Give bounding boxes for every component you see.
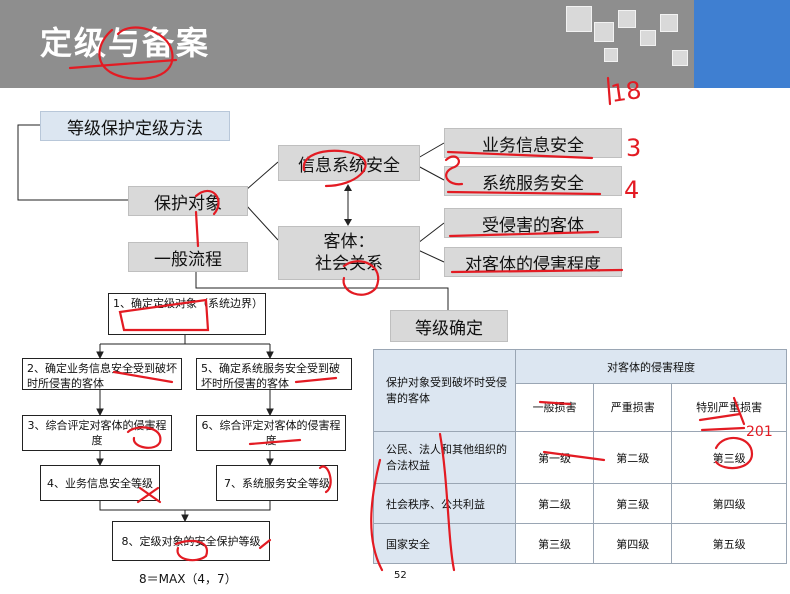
matrix-col-header: 严重损害: [593, 383, 673, 432]
matrix-cell: 第三级: [514, 523, 595, 564]
ink-circle-info: [302, 149, 367, 188]
connector-object-to-object: [245, 204, 279, 241]
ink-circle-step8: [174, 539, 209, 562]
ink-underline-service: [446, 190, 602, 196]
ink-number-201: 201: [746, 424, 773, 440]
ink-mark: [732, 396, 746, 426]
flow-step-2: 2、确定业务信息安全受到破坏时所侵害的客体: [22, 358, 182, 390]
matrix-row: 国家安全 第三级 第四级 第五级: [373, 523, 787, 564]
general-flow-box: 一般流程: [128, 242, 248, 272]
ink-circle-step3: [126, 426, 162, 449]
matrix-cell: 第四级: [593, 523, 673, 564]
flow-step-5: 5、确定系统服务安全受到破坏时所侵害的客体: [196, 358, 352, 390]
ink-bracket-left: [370, 458, 384, 572]
object-line1: 客体：: [323, 232, 375, 252]
header-accent-block: [694, 0, 790, 88]
harm-degree-box: 对客体的侵害程度: [444, 247, 622, 277]
ink-underline-step2: [112, 370, 174, 384]
matrix-row: 公民、法人和其他组织的合法权益 第一级 第二级 第三级: [373, 431, 787, 484]
ink-underline-step6: [248, 438, 302, 446]
protected-object-box: 保护对象: [128, 186, 248, 216]
connector-object-to-info: [245, 161, 279, 191]
matrix-cell: 第五级: [671, 523, 787, 564]
matrix-cell: 第三级: [593, 483, 673, 524]
ink-line-object: [194, 210, 200, 248]
matrix-row-object: 公民、法人和其他组织的合法权益: [373, 431, 516, 484]
decor-square: [672, 50, 688, 66]
decor-square: [618, 10, 636, 28]
flow-step-6: 6、综合评定对客体的侵害程度: [196, 415, 346, 451]
decor-square: [566, 6, 592, 32]
ink-number-18: 18: [609, 76, 643, 108]
matrix-degree-header: 对客体的侵害程度: [515, 349, 787, 384]
matrix-row-object: 社会秩序、公共利益: [373, 483, 516, 524]
ink-underline-cell: [542, 450, 606, 462]
ink-circle-level3: [714, 436, 754, 470]
ink-circle-title: [98, 26, 174, 80]
decor-square: [594, 22, 614, 42]
ink-mark: [444, 155, 464, 186]
ink-mark-step7: [318, 465, 332, 494]
level-determination-box: 等级确定: [390, 310, 508, 342]
connector-method-to-object: [17, 124, 128, 201]
connector-object-to-infringed: [417, 222, 445, 244]
ink-strikes: [698, 412, 746, 432]
flow-step-7: 7、系统服务安全等级: [216, 465, 338, 501]
matrix-col-header: 一般损害: [514, 383, 595, 432]
ink-underline-title: [68, 58, 178, 70]
level-matrix-table: 保护对象受到破坏时受侵害的客体 对客体的侵害程度 一般损害 严重损害 特别严重损…: [373, 349, 787, 564]
connector-object-to-degree: [417, 249, 445, 263]
formula-text: 8＝MAX（4，7）: [139, 572, 237, 586]
ink-underline-step5: [294, 376, 338, 384]
flow-step-3: 3、综合评定对客体的侵害程度: [22, 415, 172, 451]
matrix-cell: 第二级: [514, 483, 595, 524]
ink-number-3: 3: [626, 134, 641, 162]
flow-step-4: 4、业务信息安全等级: [40, 465, 160, 501]
ink-stroke: [606, 76, 612, 106]
ink-mark: [538, 400, 572, 406]
ink-underline-business: [446, 150, 594, 160]
connector-info-to-service: [417, 165, 445, 181]
ink-underline-infringed: [448, 230, 600, 238]
ink-mark-object: [194, 189, 220, 216]
ink-box-step1: [118, 298, 210, 332]
connector-info-to-business: [417, 142, 445, 159]
decor-square: [660, 14, 678, 32]
page-number: 52: [394, 570, 407, 581]
decor-square: [640, 30, 656, 46]
ink-cross-step4: [136, 486, 162, 504]
matrix-corner: 保护对象受到破坏时受侵害的客体: [373, 349, 516, 432]
ink-line-column: [438, 432, 456, 572]
ink-number-4: 4: [624, 176, 639, 204]
ink-underline-degree: [450, 268, 624, 274]
matrix-cell: 第三级: [671, 431, 787, 484]
matrix-row: 社会秩序、公共利益 第二级 第三级 第四级: [373, 483, 787, 524]
ink-mark: [258, 538, 272, 550]
matrix-cell: 第一级: [514, 431, 595, 484]
method-box: 等级保护定级方法: [40, 111, 230, 141]
slide-header: 定级与备案: [0, 0, 790, 88]
ink-circle-social: [342, 260, 380, 296]
system-service-security-box: 系统服务安全: [444, 166, 622, 196]
matrix-cell: 第二级: [593, 431, 673, 484]
matrix-row-object: 国家安全: [373, 523, 516, 564]
object-box: 客体： 社会关系: [278, 226, 420, 280]
decor-square: [604, 48, 618, 62]
